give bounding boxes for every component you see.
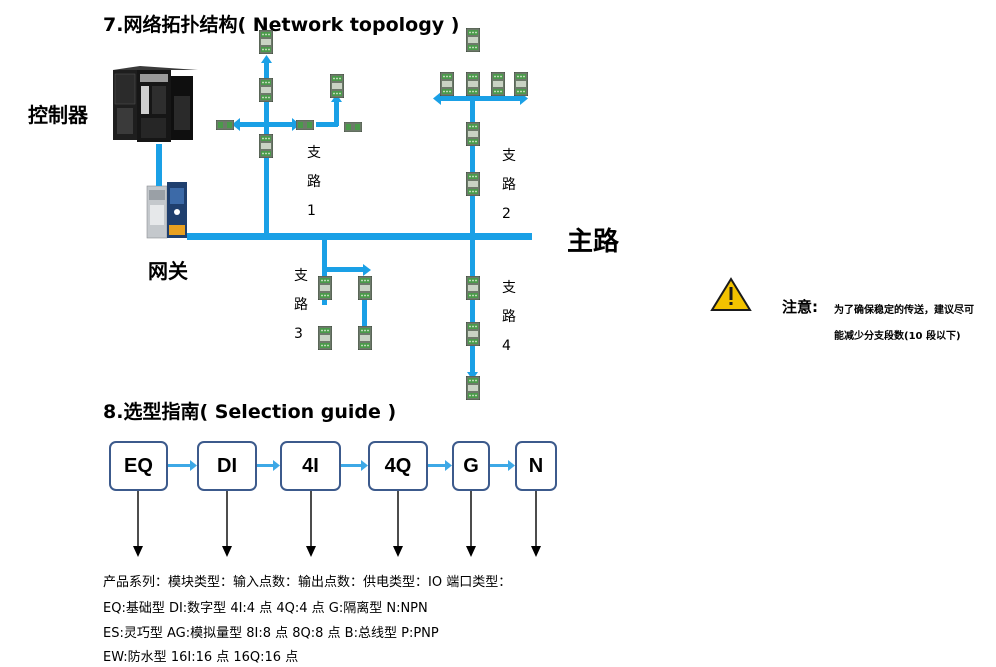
arrow-heads (232, 55, 528, 380)
guide-horizontal-arrows (168, 460, 515, 471)
gateway-label: 网关 (148, 259, 188, 283)
guide-box-series: EQ (109, 441, 168, 491)
guide-box-module-type: DI (197, 441, 257, 491)
guide-option-line-3: EW:防水型 16I:16 点 16Q:16 点 (103, 650, 299, 665)
guide-box-output-points: 4Q (368, 441, 428, 491)
note-title: 注意: (782, 298, 818, 316)
guide-option-line-1: EQ:基础型 DI:数字型 4I:4 点 4Q:4 点 G:隔离型 N:NPN (103, 601, 428, 616)
controller-label: 控制器 (28, 103, 88, 127)
guide-box-io-port-type: N (515, 441, 557, 491)
gateway-image (146, 182, 187, 239)
controller-image (113, 66, 198, 142)
selection-title: 8.选型指南( Selection guide ) (103, 401, 397, 423)
main-route-label: 主路 (567, 227, 620, 257)
note-line-2: 能减少分支段数(10 段以下) (834, 331, 961, 342)
guide-box-input-points: 4I (280, 441, 341, 491)
io-modules (216, 28, 528, 400)
guide-down-arrows (133, 491, 541, 557)
note-line-1: 为了确保稳定的传送，建议尽可 (834, 305, 974, 316)
guide-option-line-2: ES:灵巧型 AG:模拟量型 8I:8 点 8Q:8 点 B:总线型 P:PNP (103, 626, 439, 641)
guide-box-power-type: G (452, 441, 490, 491)
warning-icon (710, 277, 752, 311)
guide-header-line: 产品系列：模块类型：输入点数：输出点数：供电类型：IO 端口类型： (103, 575, 512, 590)
topology-title: 7.网络拓扑结构( Network topology ) (103, 14, 460, 36)
